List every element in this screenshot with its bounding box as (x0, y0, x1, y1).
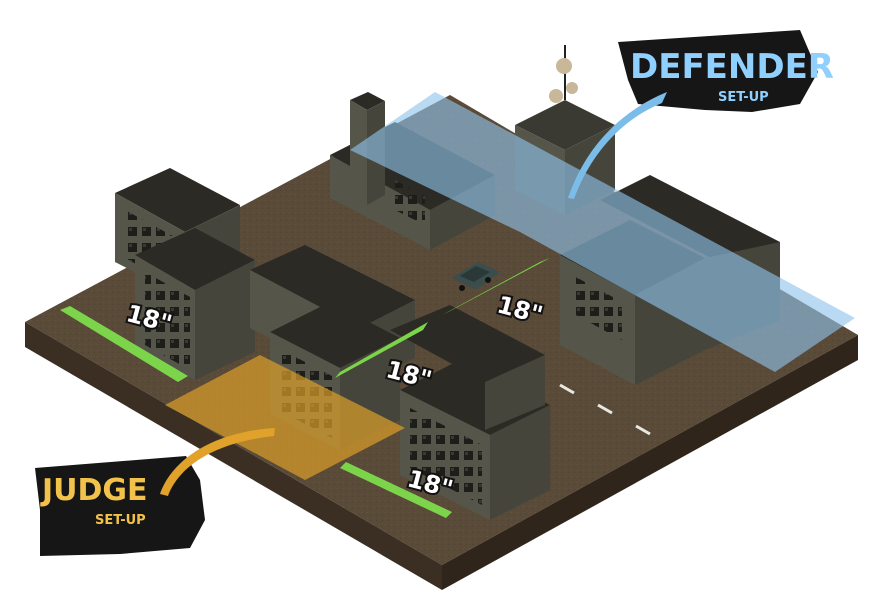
building-front-back (390, 305, 545, 430)
building-front (400, 360, 550, 520)
distance-marker (60, 306, 188, 382)
curved-arrow-icon (160, 428, 275, 496)
judge-subtitle: SET-UP (95, 513, 146, 528)
antenna-dish-icon (549, 89, 563, 103)
judge-setup-zone (165, 355, 405, 480)
judge-callout: JUDGE SET-UP (35, 428, 275, 556)
board-side-left (25, 322, 442, 590)
board-side-right (442, 335, 858, 590)
defender-subtitle: SET-UP (718, 90, 769, 105)
antenna-dish-icon (556, 58, 572, 74)
curved-arrow-icon (568, 92, 667, 199)
defender-tag-background (618, 30, 818, 112)
car-icon (452, 262, 500, 291)
defender-callout: DEFENDER SET-UP (568, 30, 834, 199)
building-left-2 (135, 228, 255, 380)
distance-markers (60, 258, 550, 518)
judge-tag-background (35, 456, 205, 556)
distance-marker (442, 258, 550, 315)
defender-title: DEFENDER (630, 47, 834, 87)
judge-title: JUDGE (40, 473, 148, 508)
defender-setup-zone (350, 92, 855, 372)
antenna-dish-icon (566, 82, 578, 94)
distance-marker (335, 322, 428, 378)
distance-marker (340, 462, 452, 518)
